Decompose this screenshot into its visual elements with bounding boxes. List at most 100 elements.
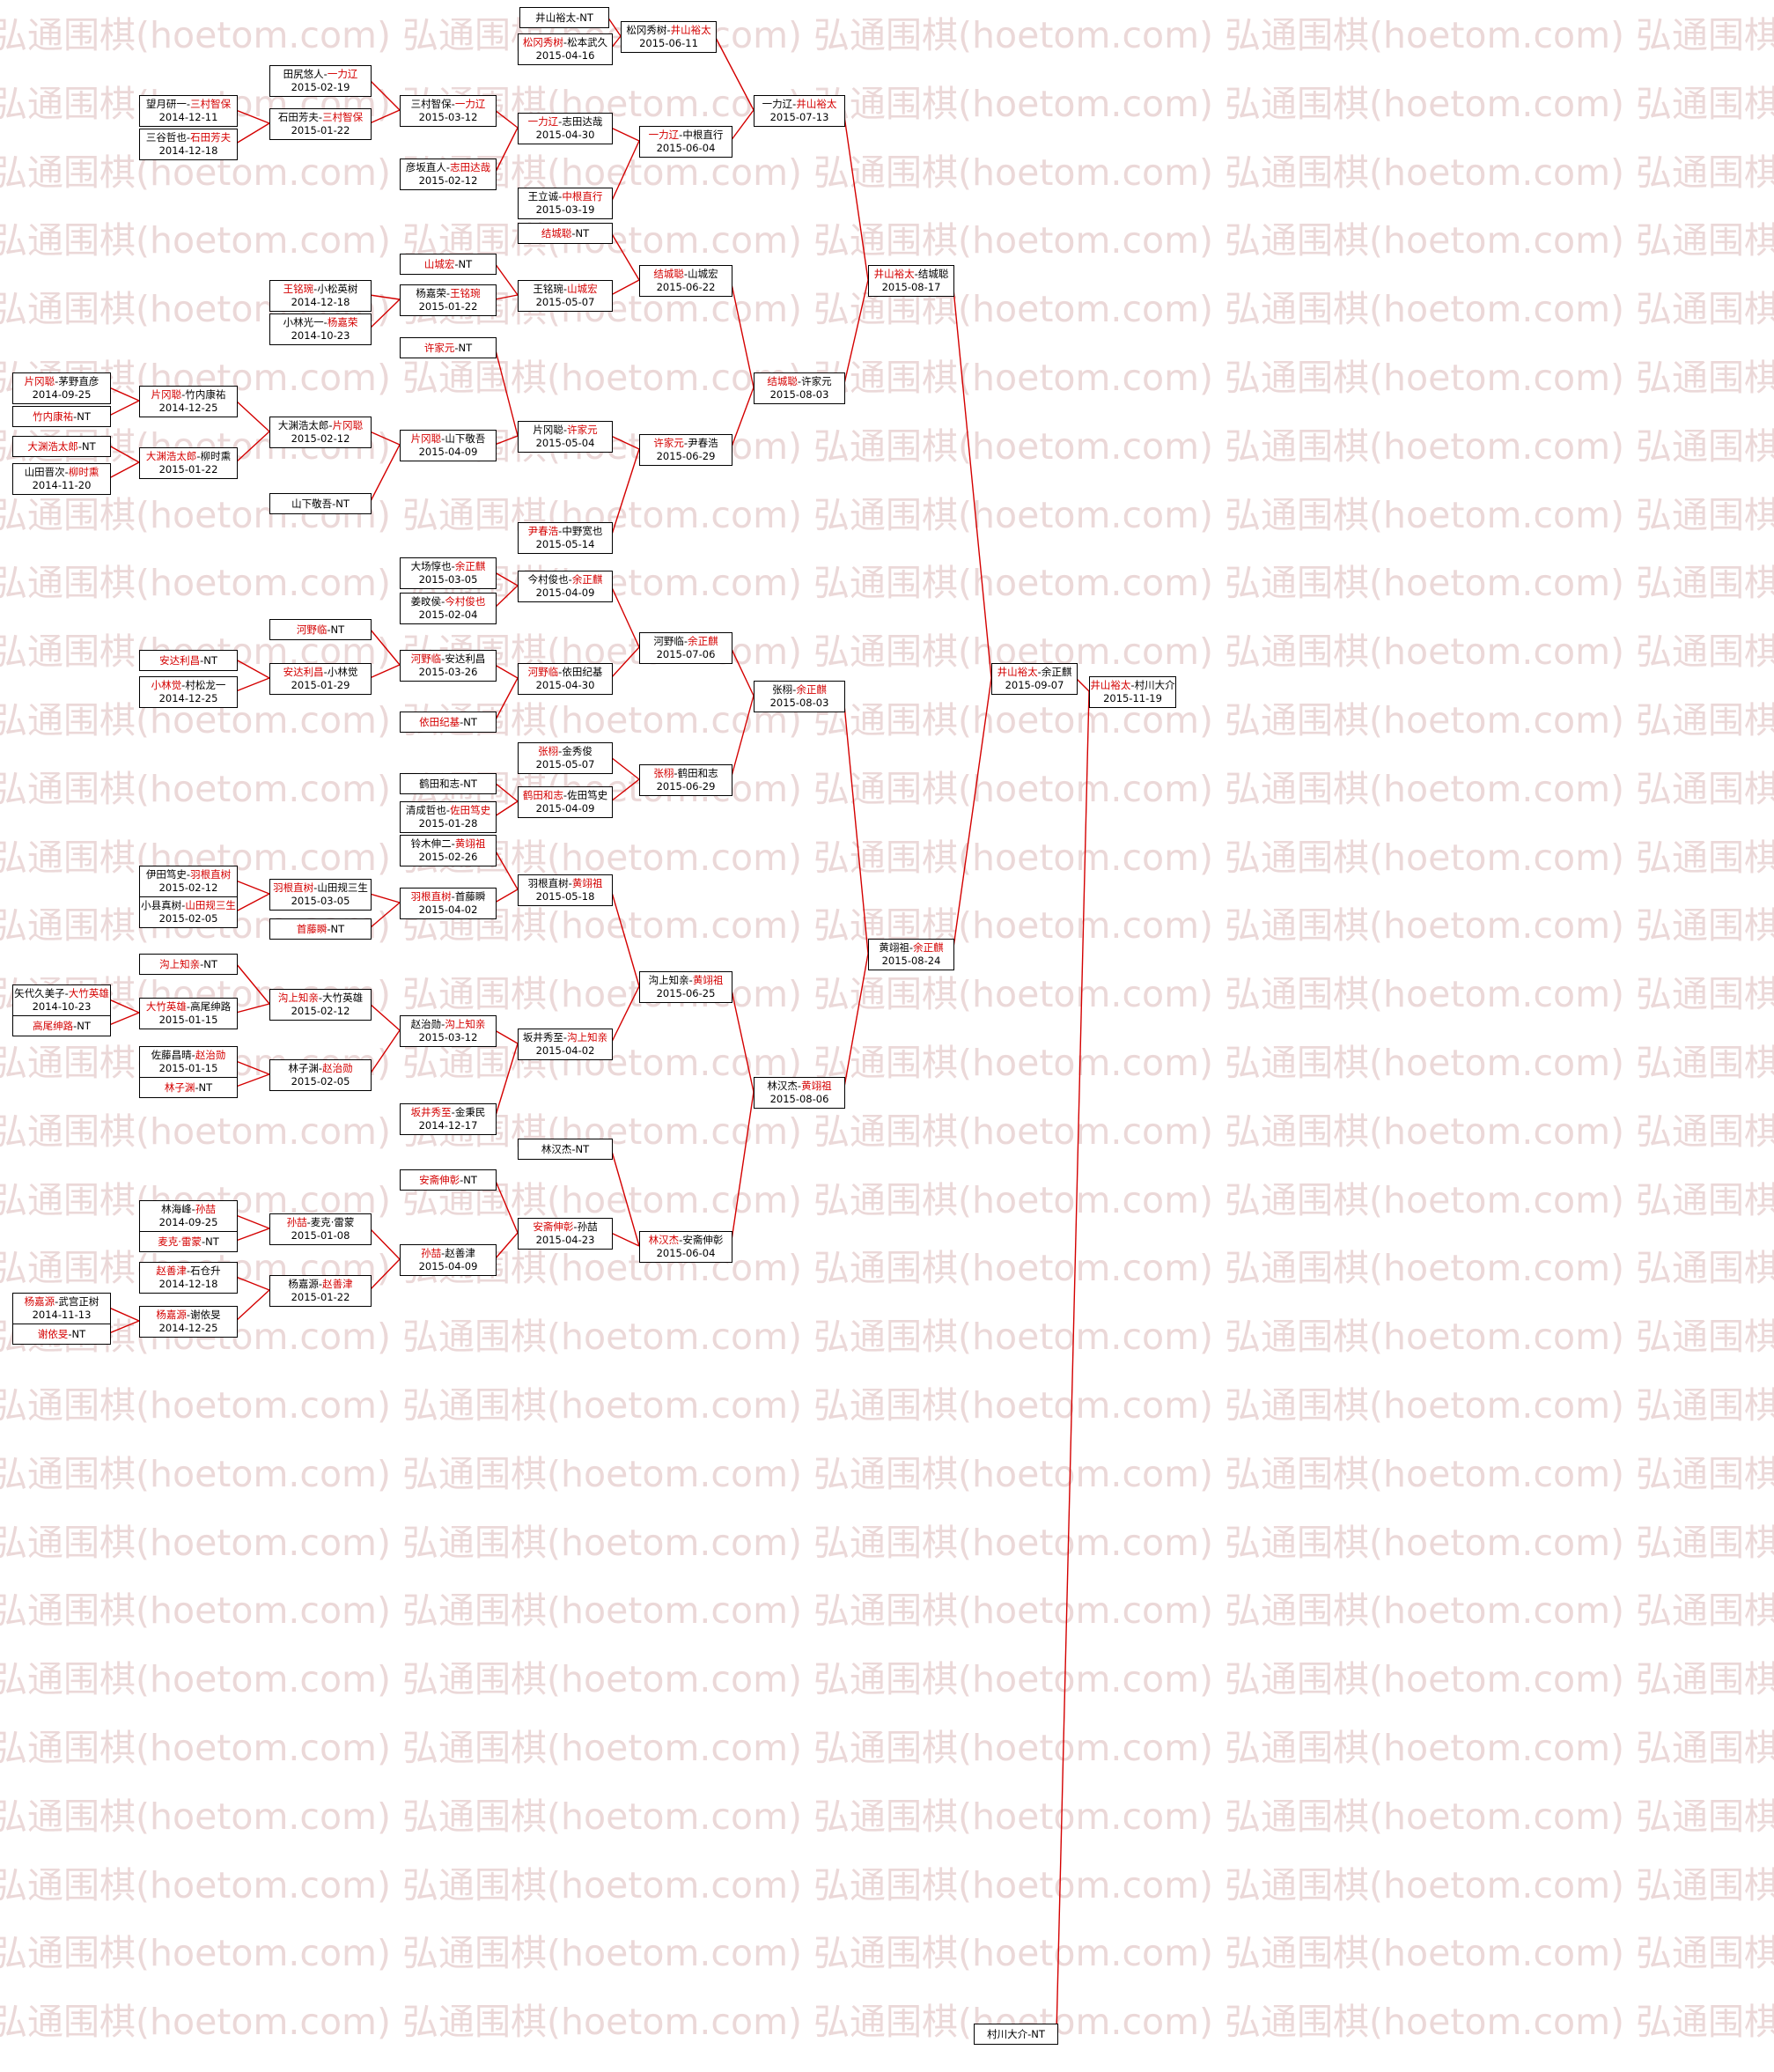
- player-name: 高尾绅路: [190, 1000, 232, 1013]
- seed-box[interactable]: 村川大介-NT: [974, 2024, 1058, 2045]
- seed-box[interactable]: 林子渊-NT: [139, 1077, 238, 1098]
- player-name: 望月研一: [145, 98, 187, 110]
- player-name: 茅野直彦: [58, 375, 99, 387]
- seed-box[interactable]: 沟上知亲-NT: [139, 954, 238, 975]
- seed-box[interactable]: 依田纪基-NT: [400, 712, 497, 733]
- seed-box[interactable]: 河野临-NT: [269, 619, 372, 640]
- seed-box[interactable]: 首藤瞬-NT: [269, 918, 372, 940]
- connector-line: [369, 902, 401, 929]
- seed-box[interactable]: 麦克·雷蒙-NT: [139, 1231, 238, 1252]
- seed-box[interactable]: 安达利昌-NT: [139, 650, 238, 671]
- seed-box[interactable]: 高尾绅路-NT: [12, 1015, 111, 1036]
- match-players: 大渊浩太郎-柳时熏: [145, 450, 232, 462]
- seed-box[interactable]: 井山裕太-NT: [519, 7, 609, 28]
- seed-box[interactable]: 谢依旻-NT: [12, 1324, 111, 1345]
- connector-line: [369, 294, 401, 300]
- seed-box[interactable]: 大渊浩太郎-NT: [12, 436, 111, 457]
- match-players: 松冈秀树-井山裕太: [626, 24, 711, 36]
- watermark-text: 弘通围棋(hoetom.com) 弘通围棋(hoetom.com) 弘通围棋(h…: [0, 14, 1774, 56]
- match-players: 一力辽-志田达哉: [527, 115, 603, 128]
- seed-box[interactable]: 竹内康祐-NT: [12, 406, 111, 427]
- connector-line: [607, 16, 622, 37]
- seed-box[interactable]: 安斋伸彰-NT: [400, 1169, 497, 1191]
- seed-box[interactable]: 林汉杰-NT: [518, 1139, 613, 1160]
- connector-line: [108, 400, 140, 417]
- seed-box[interactable]: 许家元-NT: [400, 337, 497, 358]
- seed-box[interactable]: 鹤田和志-NT: [400, 773, 497, 794]
- seed-box[interactable]: 山城宏-NT: [400, 254, 497, 275]
- seed-box[interactable]: 结城聪-NT: [518, 223, 613, 244]
- seed-box[interactable]: 山下敬吾-NT: [269, 493, 372, 514]
